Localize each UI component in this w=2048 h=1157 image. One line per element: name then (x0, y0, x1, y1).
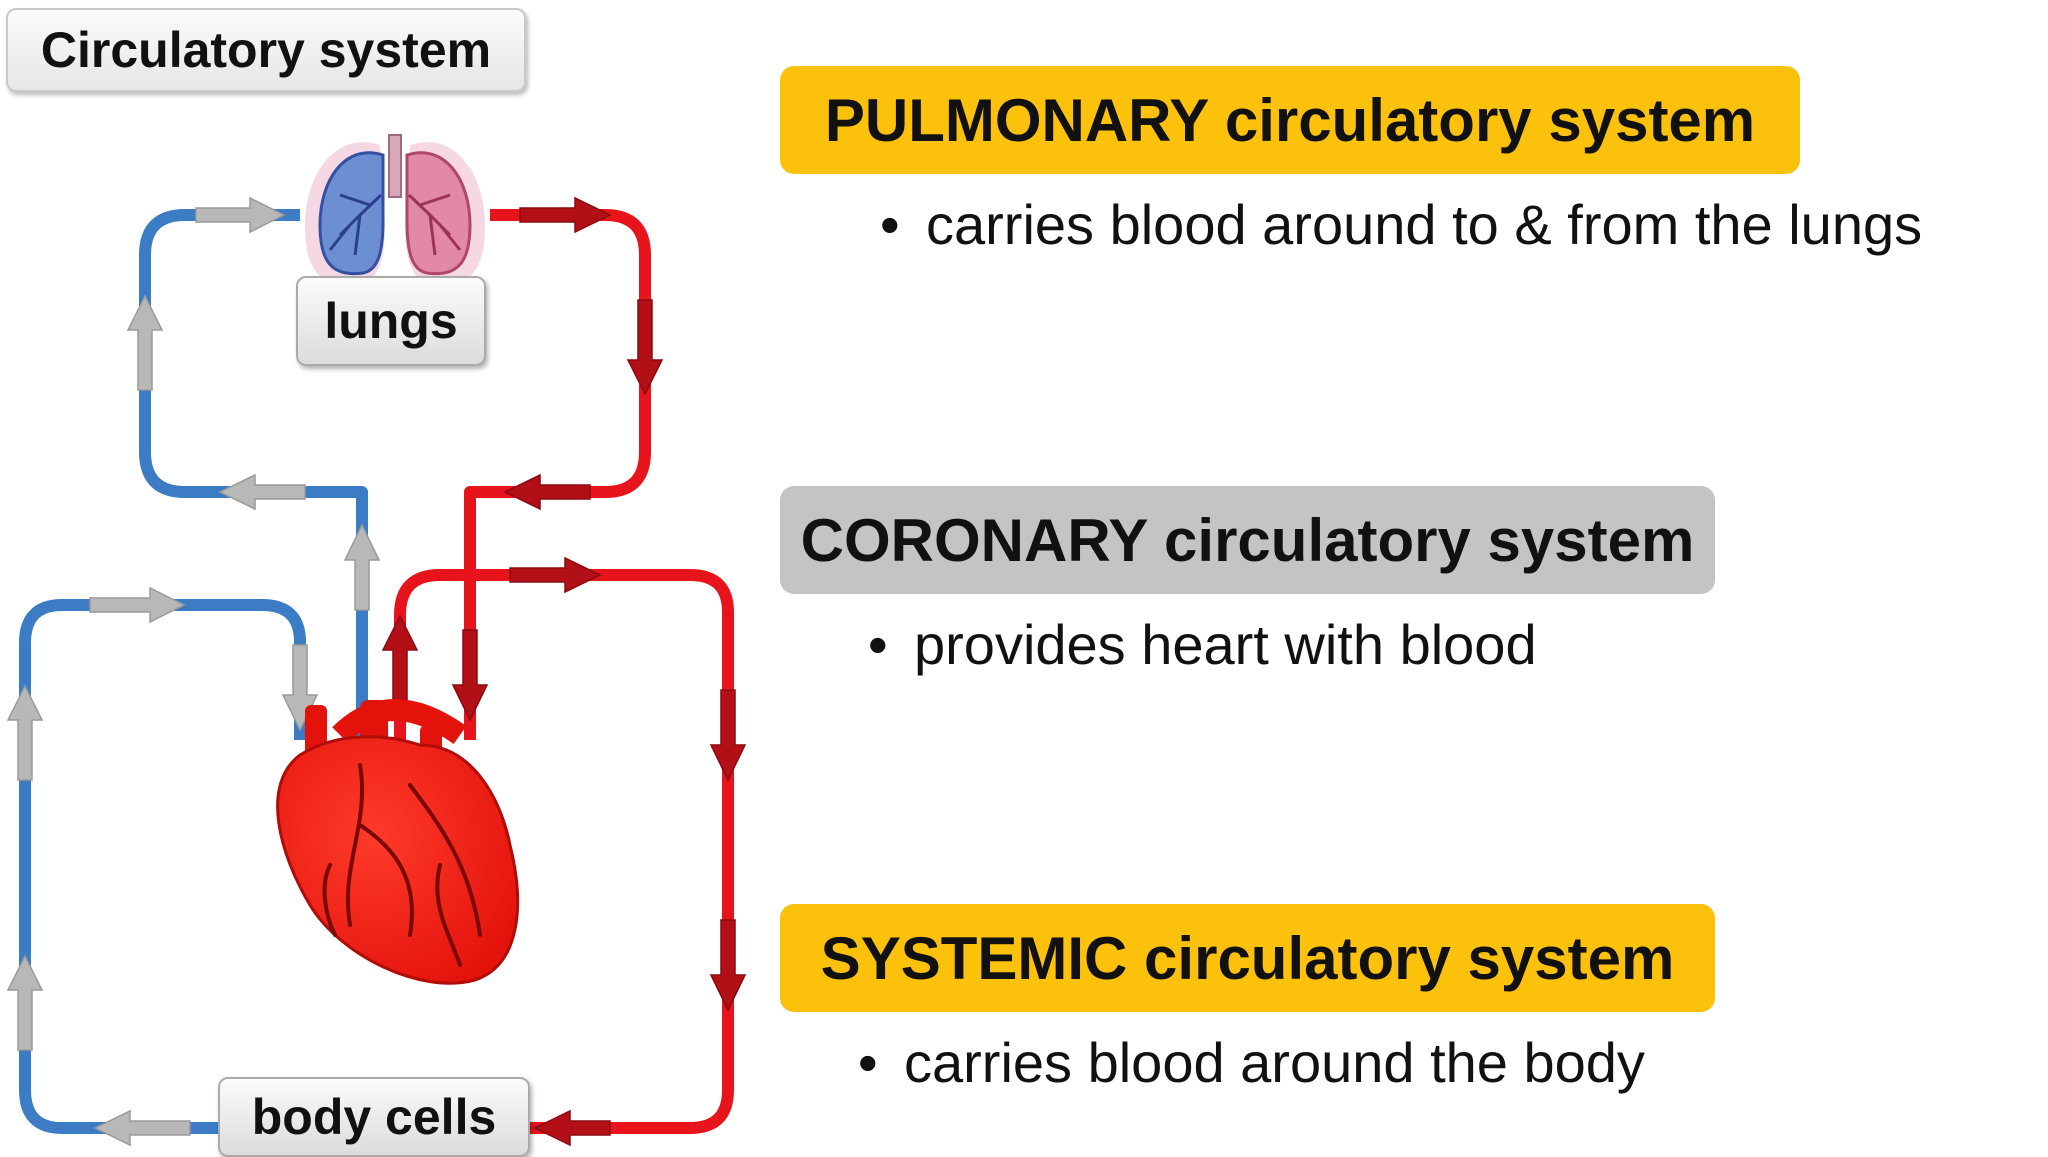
diagram-title: Circulatory system (6, 8, 526, 92)
bullet-icon: • (880, 193, 900, 256)
flow-arrow-icon (126, 294, 164, 391)
flow-arrow-icon (503, 473, 591, 511)
pulmonary-heading: PULMONARY circulatory system (780, 66, 1800, 174)
flow-arrow-icon (381, 614, 419, 701)
bullet-icon: • (868, 613, 888, 676)
pulmonary-bullet-text: carries blood around to & from the lungs (926, 193, 1923, 256)
flow-arrow-icon (93, 1109, 191, 1147)
flow-arrow-icon (343, 523, 381, 611)
flow-arrow-icon (709, 919, 747, 1012)
systemic-bullet-text: carries blood around the body (904, 1031, 1645, 1094)
flow-arrow-icon (509, 556, 602, 594)
bullet-icon: • (858, 1031, 878, 1094)
coronary-bullet: • provides heart with blood (868, 612, 1537, 677)
flow-arrow-icon (89, 586, 186, 624)
lungs-icon (305, 134, 485, 286)
heart-icon (276, 699, 520, 985)
coronary-bullet-text: provides heart with blood (914, 613, 1537, 676)
lungs-label: lungs (296, 276, 486, 366)
pulmonary-bullet: • carries blood around to & from the lung… (880, 192, 1922, 257)
flow-arrow-icon (6, 684, 44, 781)
flow-arrow-icon (709, 689, 747, 782)
flow-arrow-icon (519, 196, 612, 234)
coronary-heading: CORONARY circulatory system (780, 486, 1715, 594)
body-cells-label: body cells (218, 1077, 530, 1157)
flow-arrow-icon (626, 299, 664, 396)
flow-arrow-icon (195, 196, 286, 234)
flow-arrow-icon (6, 954, 44, 1051)
flow-arrow-icon (533, 1109, 611, 1147)
systemic-bullet: • carries blood around the body (858, 1030, 1645, 1095)
oxygenated-vessels (394, 209, 734, 1134)
flow-arrow-icon (218, 473, 306, 511)
systemic-heading: SYSTEMIC circulatory system (780, 904, 1715, 1012)
gray-flow-arrows (6, 196, 381, 1147)
deoxygenated-vessels (19, 209, 368, 1134)
red-flow-arrows (381, 196, 747, 1147)
flow-arrow-icon (451, 629, 489, 722)
